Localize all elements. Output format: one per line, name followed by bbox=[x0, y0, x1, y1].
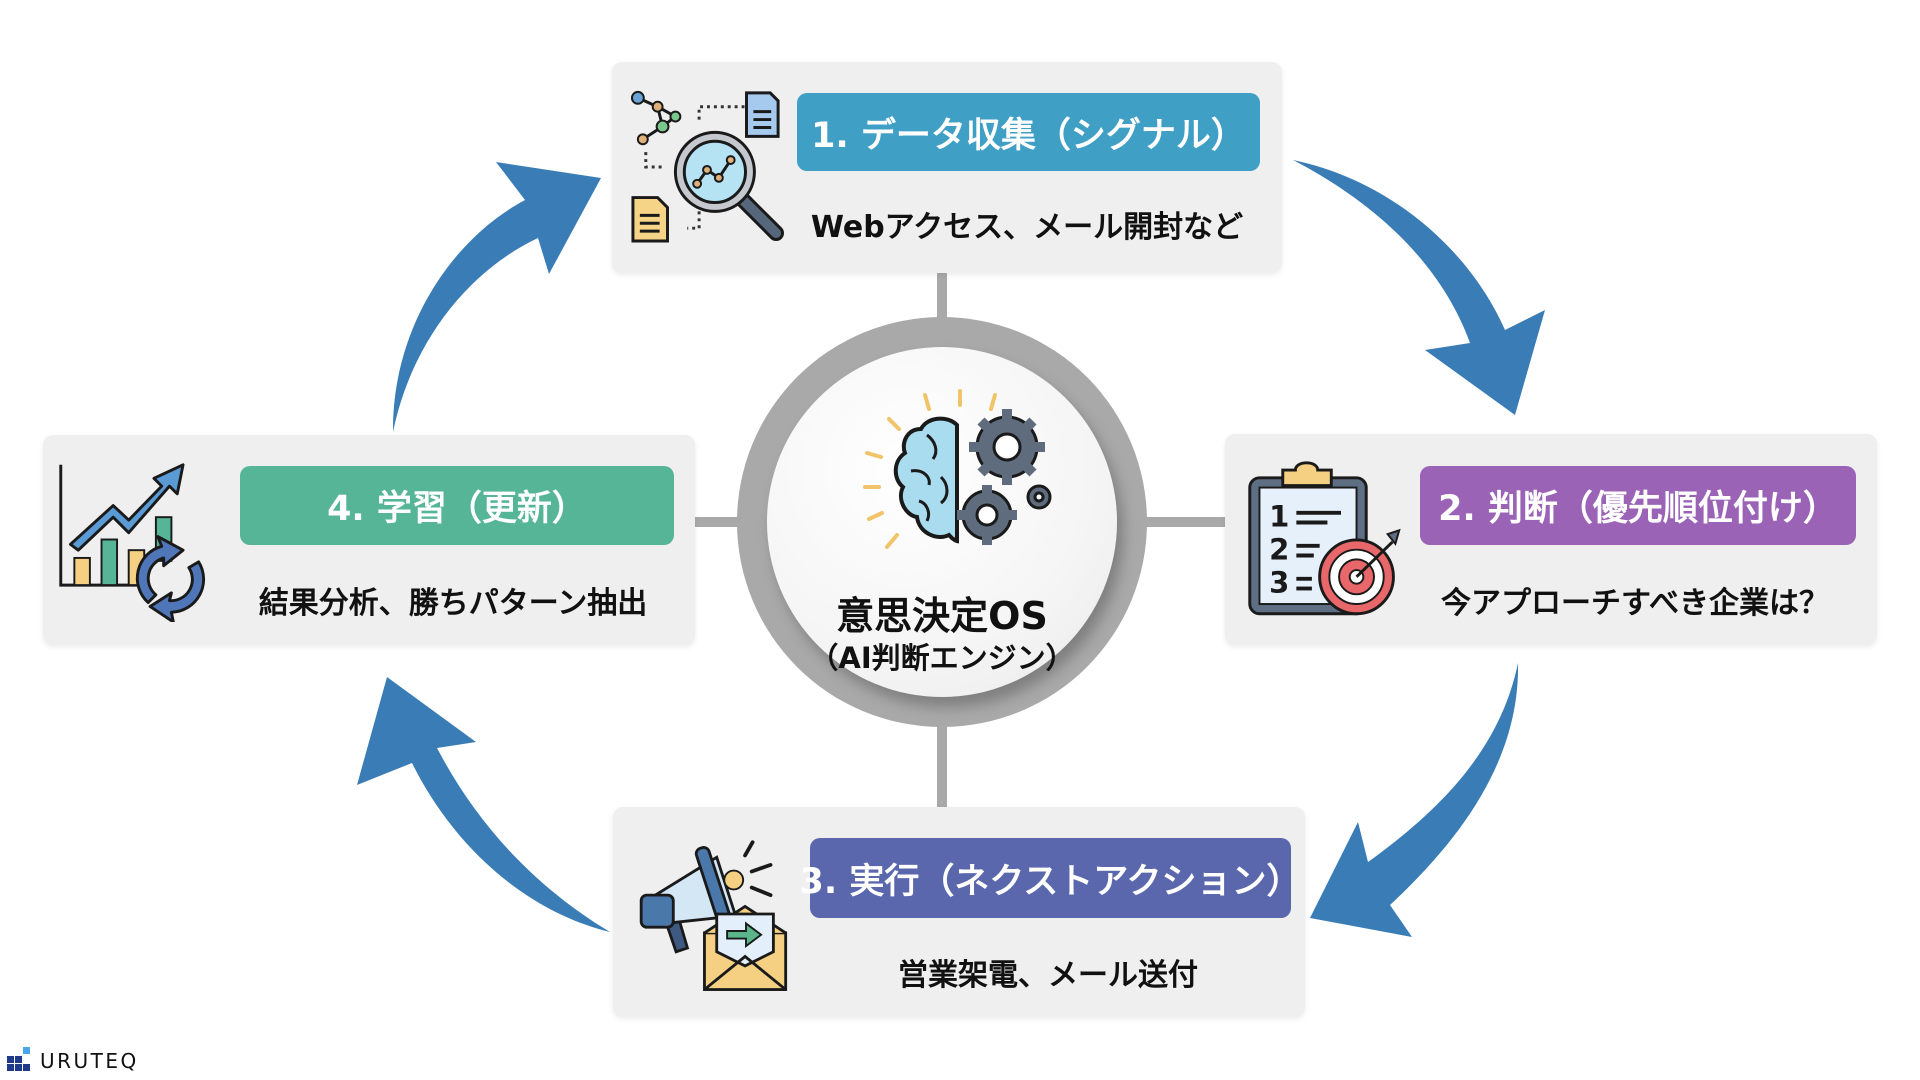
step-2-label-text: 2. 判断（優先順位付け） bbox=[1438, 489, 1838, 529]
step-1-description: Webアクセス、メール開封など bbox=[810, 210, 1244, 245]
connector-right bbox=[1143, 517, 1226, 527]
connector-left bbox=[695, 517, 741, 527]
step-4-label-text: 4. 学習（更新） bbox=[327, 489, 587, 529]
step-3-label: 3. 実行（ネクストアクション） bbox=[799, 838, 1302, 918]
connector-top bbox=[937, 272, 947, 322]
data-search-icon bbox=[630, 90, 785, 243]
svg-text:2: 2 bbox=[1269, 532, 1289, 566]
uruteq-logo-icon bbox=[7, 1047, 30, 1071]
clipboard-target-icon: 123 bbox=[1248, 461, 1401, 616]
center-title: 意思決定OS bbox=[836, 594, 1048, 638]
arrow-step4-to-step1 bbox=[392, 162, 601, 432]
growth-chart-cycle-icon bbox=[59, 463, 206, 622]
arrow-step2-to-step3 bbox=[1310, 663, 1519, 937]
svg-text:1: 1 bbox=[1269, 499, 1289, 533]
step-4-description: 結果分析、勝ちパターン抽出 bbox=[258, 586, 648, 621]
step-4-label: 4. 学習（更新） bbox=[240, 466, 674, 545]
svg-text:3: 3 bbox=[1269, 565, 1289, 599]
step-1-label: 1. データ収集（シグナル） bbox=[797, 93, 1260, 171]
step-card-learning: 4. 学習（更新） 結果分析、勝ちパターン抽出 bbox=[43, 435, 695, 645]
brand-name: URUTEQ bbox=[40, 1049, 139, 1073]
step-2-description: 今アプローチすべき企業は？ bbox=[1441, 586, 1829, 621]
center-subtitle: （AI判断エンジン） bbox=[809, 641, 1075, 675]
connectors bbox=[695, 272, 1226, 808]
arrow-step3-to-step4 bbox=[357, 677, 610, 932]
arrow-step1-to-step2 bbox=[1293, 160, 1545, 415]
step-1-label-text: 1. データ収集（シグナル） bbox=[811, 115, 1246, 156]
brain-gears-icon bbox=[863, 389, 1052, 549]
step-3-label-text: 3. 実行（ネクストアクション） bbox=[799, 861, 1302, 902]
step-2-label: 2. 判断（優先順位付け） bbox=[1420, 466, 1856, 545]
step-3-description: 営業架電、メール送付 bbox=[898, 958, 1198, 993]
step-card-execution: 3. 実行（ネクストアクション） 営業架電、メール送付 bbox=[613, 807, 1305, 1017]
step-card-data-collection: 1. データ収集（シグナル） Webアクセス、メール開封など bbox=[612, 62, 1282, 273]
connector-bottom bbox=[937, 722, 947, 808]
megaphone-mail-icon bbox=[639, 840, 788, 991]
